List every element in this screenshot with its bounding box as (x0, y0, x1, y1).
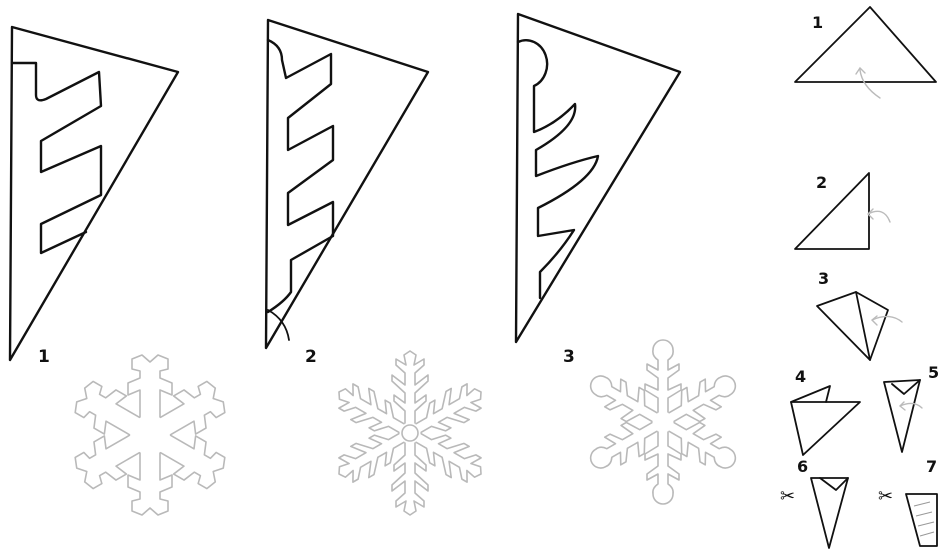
fold-step-3 (817, 292, 902, 360)
step-label-1: 1 (812, 13, 823, 32)
step-label-3: 3 (818, 269, 829, 288)
fold-step-7 (906, 494, 937, 546)
curved-arrow-icon (900, 402, 922, 410)
cut-line-1 (12, 63, 101, 253)
step-label-7: 7 (926, 457, 937, 476)
snowflake-result-1 (70, 355, 231, 515)
step-label-6: 6 (797, 457, 808, 476)
snowflake-result-2 (330, 351, 490, 515)
fold-step-6 (811, 478, 848, 548)
snowflake-result-3 (583, 340, 743, 504)
curved-arrow-icon (872, 316, 902, 325)
folded-triangle-2 (266, 20, 428, 348)
panel-label-3: 3 (563, 347, 575, 367)
curved-arrow-icon (868, 209, 890, 222)
template-2 (266, 20, 428, 348)
template-3 (516, 14, 680, 342)
step-label-4: 4 (795, 367, 806, 386)
fold-step-2 (795, 173, 890, 249)
cut-line-3 (518, 40, 598, 298)
scissors-icon: ✂ (780, 486, 795, 507)
fold-step-5 (884, 380, 922, 452)
step-label-2: 2 (816, 173, 827, 192)
panel-label-1: 1 (38, 347, 50, 367)
curved-arrow-icon (856, 68, 880, 98)
panel-label-2: 2 (305, 347, 317, 367)
scissors-icon: ✂ (878, 486, 893, 507)
step-label-5: 5 (928, 363, 939, 382)
cut-line-2 (268, 40, 333, 312)
fold-step-4 (791, 386, 860, 455)
template-1 (10, 27, 178, 360)
